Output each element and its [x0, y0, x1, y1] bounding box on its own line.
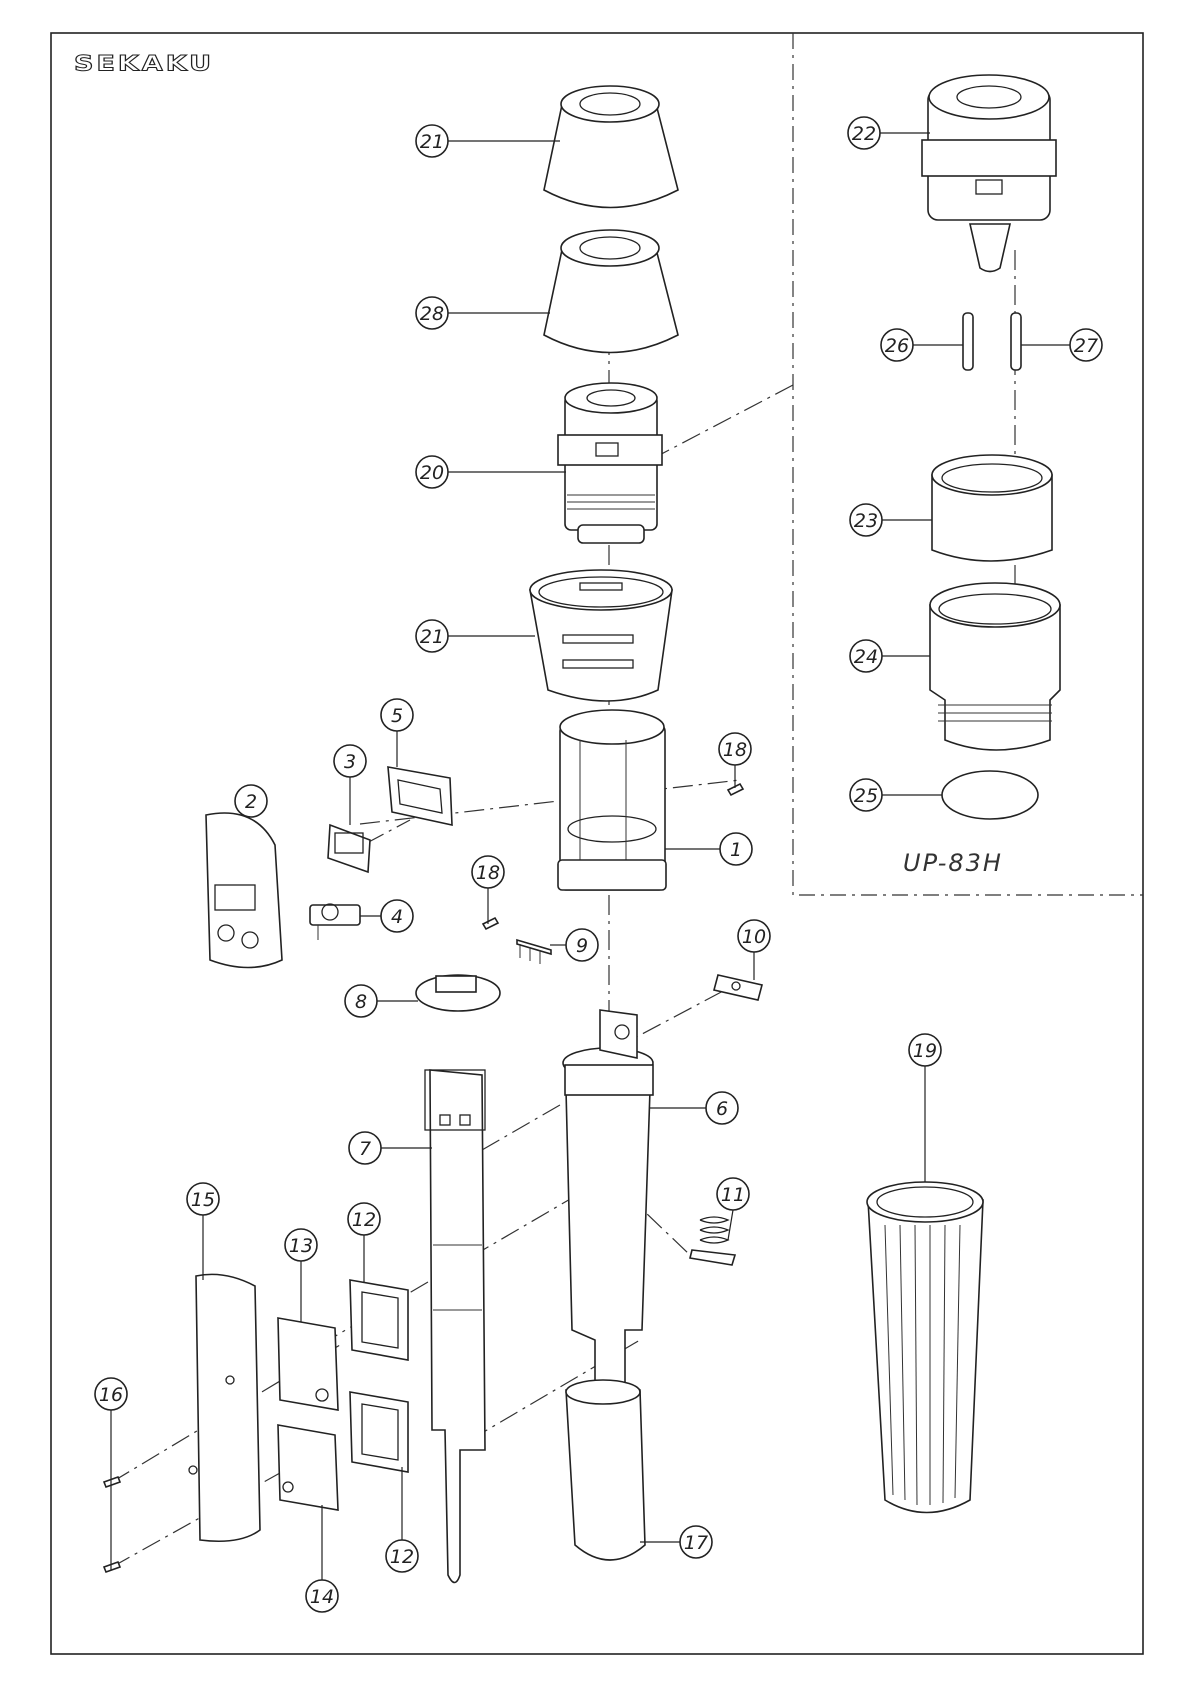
- callout-24: 24: [850, 640, 882, 672]
- callout-label: 12: [390, 1546, 414, 1568]
- pin-right: [1011, 313, 1021, 370]
- callout-label: 7: [359, 1138, 371, 1160]
- callout-label: 18: [476, 862, 500, 884]
- shield-frame-lower: [350, 1392, 408, 1472]
- callout-7: 7: [349, 1132, 381, 1164]
- grille-basket: [530, 570, 672, 701]
- callout-10: 10: [738, 920, 770, 952]
- callout-label: 13: [289, 1235, 313, 1257]
- battery-contact-plate: [416, 975, 500, 1011]
- callout-2: 2: [235, 785, 267, 817]
- rf-board-upper: [278, 1318, 338, 1410]
- callout-18-upper: 18: [719, 733, 751, 765]
- callout-8: 8: [345, 985, 377, 1017]
- variant-cartridge: [922, 75, 1056, 272]
- callout-label: 27: [1074, 335, 1098, 357]
- callout-13: 13: [285, 1229, 317, 1261]
- callout-label: 21: [420, 131, 444, 153]
- switch-bracket: [310, 904, 360, 940]
- callout-label: 9: [576, 935, 588, 957]
- callout-6: 6: [706, 1092, 738, 1124]
- callout-27: 27: [1070, 329, 1102, 361]
- callout-label: 22: [852, 123, 876, 145]
- ground-tab: [714, 975, 762, 1000]
- screw-lower: [483, 918, 498, 929]
- callout-label: 14: [310, 1586, 334, 1608]
- foam-cover: [544, 230, 678, 353]
- callout-26: 26: [881, 329, 913, 361]
- callout-1: 1: [720, 833, 752, 865]
- rear-cover: [189, 1274, 260, 1541]
- front-panel: [206, 813, 282, 968]
- callout-21-top: 21: [416, 125, 448, 157]
- callout-label: 6: [716, 1098, 728, 1120]
- callout-12-upper: 12: [348, 1203, 380, 1235]
- callout-label: 19: [913, 1040, 937, 1062]
- variant-disc: [942, 771, 1038, 819]
- callout-3: 3: [334, 745, 366, 777]
- callout-25: 25: [850, 779, 882, 811]
- lcd-display: [328, 825, 370, 872]
- callout-label: 17: [684, 1532, 708, 1554]
- callout-4: 4: [381, 900, 413, 932]
- callout-15: 15: [187, 1183, 219, 1215]
- callout-label: 12: [352, 1209, 376, 1231]
- rear-screw-lower: [104, 1562, 120, 1572]
- board-axis: [482, 1105, 560, 1150]
- windscreen-top: [544, 86, 678, 208]
- model-label: UP-83H: [903, 849, 1003, 877]
- callout-label: 26: [885, 335, 909, 357]
- battery-cap: [566, 1380, 645, 1560]
- contact-pins: [517, 940, 551, 964]
- mic-cartridge: [558, 383, 662, 543]
- callout-19: 19: [909, 1034, 941, 1066]
- variant-collar: [930, 583, 1060, 750]
- main-pcb: [425, 1070, 485, 1583]
- callout-label: 3: [344, 751, 356, 773]
- callout-label: 20: [420, 462, 444, 484]
- callout-label: 21: [420, 626, 444, 648]
- callout-label: 15: [191, 1189, 215, 1211]
- callout-23: 23: [850, 504, 882, 536]
- callout-label: 2: [245, 791, 257, 813]
- rear-screw-upper: [104, 1477, 120, 1487]
- callout-16: 16: [95, 1378, 127, 1410]
- callout-17: 17: [680, 1526, 712, 1558]
- callout-12-lower: 12: [386, 1540, 418, 1572]
- callout-5: 5: [381, 699, 413, 731]
- callout-22: 22: [848, 117, 880, 149]
- callout-label: 16: [99, 1384, 123, 1406]
- inner-chassis: [563, 1010, 653, 1390]
- callout-label: 25: [854, 785, 878, 807]
- callout-label: 23: [854, 510, 878, 532]
- rf-board-lower: [278, 1425, 338, 1510]
- callout-14: 14: [306, 1580, 338, 1612]
- callout-label: 10: [742, 926, 766, 948]
- callout-label: 8: [355, 991, 367, 1013]
- callout-20: 20: [416, 456, 448, 488]
- callout-18-lower: 18: [472, 856, 504, 888]
- callout-21-grille: 21: [416, 620, 448, 652]
- callout-label: 24: [854, 646, 878, 668]
- callout-label: 11: [721, 1184, 745, 1206]
- head-sleeve: [558, 710, 666, 890]
- battery-spring: [690, 1217, 735, 1265]
- callout-label: 5: [391, 705, 403, 727]
- callout-28: 28: [416, 297, 448, 329]
- pin-left: [963, 313, 973, 370]
- handle-tube: [867, 1182, 983, 1513]
- shield-frame-upper: [350, 1280, 408, 1360]
- callout-label: 1: [730, 839, 742, 861]
- callout-11: 11: [717, 1178, 749, 1210]
- callout-9: 9: [566, 929, 598, 961]
- callout-label: 4: [391, 906, 403, 928]
- brand-logo: SEKAKU: [74, 52, 214, 76]
- display-frame: [388, 767, 452, 825]
- cross-axis: [650, 385, 793, 460]
- callout-label: 28: [420, 303, 444, 325]
- callout-label: 18: [723, 739, 747, 761]
- variant-ring: [932, 455, 1052, 561]
